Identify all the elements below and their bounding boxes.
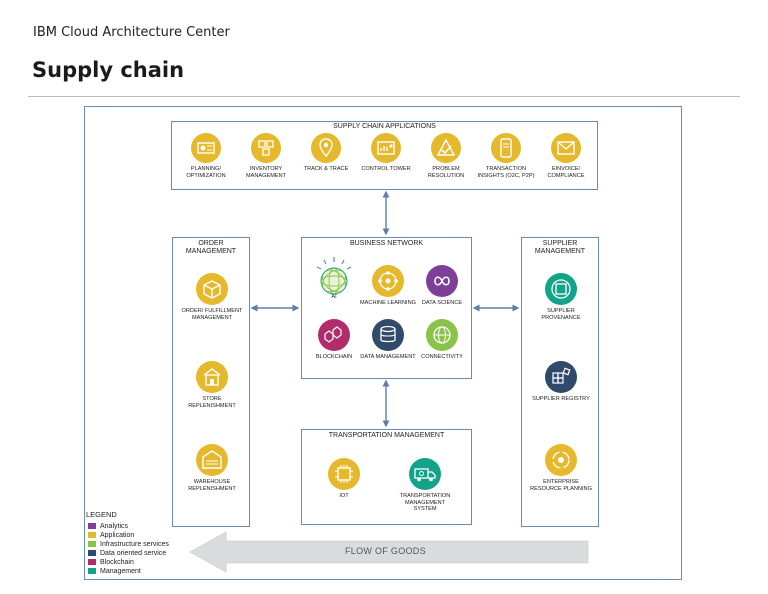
item-label: ENTERPRISE RESOURCE PLANNING (530, 479, 592, 492)
store-icon (196, 361, 228, 393)
item-label: BLOCKCHAIN (315, 354, 353, 360)
item-label: PROBLEM RESOLUTION (427, 166, 465, 179)
item-label: ORDER/ FULFILLMENT MANAGEMENT (181, 308, 243, 321)
legend-title: LEGEND (86, 510, 117, 519)
title-divider (28, 96, 740, 97)
transportation-management-box: TRANSPORTATION MANAGEMENT IoT TRANSPORTA… (301, 429, 472, 525)
network-data-management: DATA MANAGEMENT (356, 318, 420, 361)
transport-tms: TRANSPORTATION MANAGEMENT SYSTEM (393, 457, 457, 513)
warehouse-icon (196, 444, 228, 476)
warehouse-replenishment: WAREHOUSE REPLENISHMENT (180, 443, 244, 492)
order-fulfillment: ORDER/ FULFILLMENT MANAGEMENT (180, 272, 244, 321)
dashboard-icon (371, 133, 401, 163)
planning-icon (191, 133, 221, 163)
item-label: CONTROL TOWER (361, 166, 411, 172)
transport-iot: IoT (312, 457, 376, 500)
supplier-registry: SUPPLIER REGISTRY (529, 360, 593, 403)
flow-of-goods-label: FLOW OF GOODS (345, 546, 426, 556)
mobile-device-icon (491, 133, 521, 163)
item-label: TRANSACTION INSIGHTS (O2C, P2P) (477, 166, 535, 179)
brand-label: IBM Cloud Architecture Center (33, 25, 230, 40)
supply-chain-applications-box: SUPPLY CHAIN APPLICATIONS PLANNING/ OPTI… (171, 121, 598, 190)
truck-icon (409, 458, 441, 490)
supplier-management-box: SUPPLIER MANAGEMENT SUPPLIER PROVENANCE … (521, 237, 599, 527)
blockchain-icon (318, 319, 350, 351)
package-icon (196, 273, 228, 305)
diagram-frame (84, 106, 682, 580)
legend-swatch (88, 550, 96, 557)
item-label: DATA MANAGEMENT (360, 354, 416, 360)
network-machine-learning: MACHINE LEARNING (356, 264, 420, 307)
legend-item-data: Data oriented service (88, 549, 166, 558)
legend-item-management: Management (88, 567, 141, 576)
legend-label: Data oriented service (100, 550, 167, 557)
item-label: SUPPLIER REGISTRY (532, 396, 590, 402)
business-network-box: BUSINESS NETWORK AI MACHINE LEA (301, 237, 472, 379)
legend-label: Blockchain (100, 559, 134, 566)
checkmark-triangle-icon (431, 133, 461, 163)
section-title: SUPPLY CHAIN APPLICATIONS (333, 123, 436, 130)
supplier-provenance: SUPPLIER PROVENANCE (529, 272, 593, 321)
item-label: eINVOICE/ COMPLIANCE (547, 166, 585, 179)
item-label: PLANNING/ OPTIMIZATION (186, 166, 226, 179)
app-inventory: INVENTORY MANAGEMENT (234, 132, 298, 179)
legend-item-blockchain: Blockchain (88, 558, 134, 567)
item-label: DATA SCIENCE (421, 300, 463, 306)
store-replenishment: STORE REPLENISHMENT (180, 360, 244, 409)
item-label: INVENTORY MANAGEMENT (245, 166, 287, 179)
app-einvoice: eINVOICE/ COMPLIANCE (534, 132, 598, 179)
order-management-box: ORDER MANAGEMENT ORDER/ FULFILLMENT MANA… (172, 237, 250, 527)
legend-label: Management (100, 568, 141, 575)
legend-swatch (88, 523, 96, 530)
item-label: STORE REPLENISHMENT (188, 396, 236, 409)
network-ai: AI (302, 256, 366, 301)
app-problem-resolution: PROBLEM RESOLUTION (414, 132, 478, 179)
app-planning: PLANNING/ OPTIMIZATION (174, 132, 238, 179)
item-label: SUPPLIER PROVENANCE (541, 308, 581, 321)
infinity-icon (426, 265, 458, 297)
legend-swatch (88, 559, 96, 566)
app-track-trace: TRACK & TRACE (294, 132, 358, 173)
legend-swatch (88, 532, 96, 539)
network-connectivity: CONNECTIVITY (410, 318, 474, 361)
enterprise-resource-planning: ENTERPRISE RESOURCE PLANNING (529, 443, 593, 492)
page-title: Supply chain (32, 58, 185, 82)
legend-label: Application (100, 532, 135, 539)
section-title: SUPPLIER MANAGEMENT (534, 240, 586, 255)
app-transaction-insights: TRANSACTION INSIGHTS (O2C, P2P) (474, 132, 538, 179)
cycle-icon (545, 444, 577, 476)
network-blockchain: BLOCKCHAIN (302, 318, 366, 361)
network-data-science: DATA SCIENCE (410, 264, 474, 307)
boxes-icon (251, 133, 281, 163)
chip-icon (328, 458, 360, 490)
section-title: TRANSPORTATION MANAGEMENT (328, 432, 445, 439)
database-icon (372, 319, 404, 351)
flow-of-goods-arrow (189, 531, 589, 573)
section-title: ORDER MANAGEMENT (185, 240, 237, 255)
section-title: BUSINESS NETWORK (349, 240, 424, 247)
item-label: AI (331, 294, 337, 300)
legend-label: Infrastructure services (100, 541, 169, 548)
legend-label: Analytics (100, 523, 129, 530)
legend-swatch (88, 541, 96, 548)
location-pin-icon (311, 133, 341, 163)
item-label: MACHINE LEARNING (360, 300, 416, 306)
neural-network-icon (372, 265, 404, 297)
registry-grid-icon (545, 361, 577, 393)
item-label: WAREHOUSE REPLENISHMENT (188, 479, 236, 492)
item-label: IoT (339, 493, 349, 499)
item-label: CONNECTIVITY (421, 354, 463, 360)
globe-network-icon (426, 319, 458, 351)
envelope-icon (551, 133, 581, 163)
legend-item-infrastructure: Infrastructure services (88, 540, 169, 549)
item-label: TRACK & TRACE (303, 166, 349, 172)
watson-globe-icon (316, 257, 352, 295)
app-control-tower: CONTROL TOWER (354, 132, 418, 173)
legend-item-analytics: Analytics (88, 522, 128, 531)
legend-item-application: Application (88, 531, 134, 540)
provenance-icon (545, 273, 577, 305)
item-label: TRANSPORTATION MANAGEMENT SYSTEM (399, 493, 451, 513)
legend-swatch (88, 568, 96, 575)
